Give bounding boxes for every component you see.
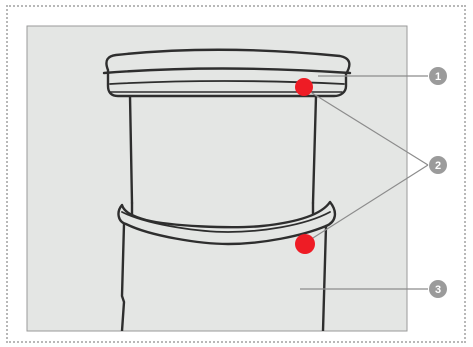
outer-sleeve-band	[117, 200, 337, 246]
callout-label-3: 3	[435, 284, 441, 296]
callout-label-2: 2	[435, 160, 441, 172]
container-drawing	[102, 48, 352, 331]
outer-sleeve-band-inner	[121, 211, 331, 233]
callout-line-2b	[304, 164, 429, 244]
callout-badge-icon	[429, 280, 447, 298]
highlight-dot-icon	[295, 78, 313, 96]
highlight-dot-icon	[295, 234, 315, 254]
callout-badge-1: 1	[429, 67, 447, 85]
callout-badge-icon	[429, 67, 447, 85]
callout-lines	[300, 75, 429, 290]
callout-label-1: 1	[435, 71, 441, 83]
callout-badge-3: 3	[429, 280, 447, 298]
lid	[105, 48, 351, 98]
callout-line-2a	[303, 87, 429, 166]
inner-tube	[128, 94, 318, 205]
callout-badge-icon	[429, 156, 447, 174]
callout-badge-2: 2	[429, 156, 447, 174]
outer-sleeve-left	[120, 222, 126, 331]
lid-groove	[109, 80, 345, 85]
dotted-frame	[6, 5, 466, 343]
lid-rim-line	[102, 67, 352, 75]
outer-sleeve-right	[321, 224, 328, 331]
